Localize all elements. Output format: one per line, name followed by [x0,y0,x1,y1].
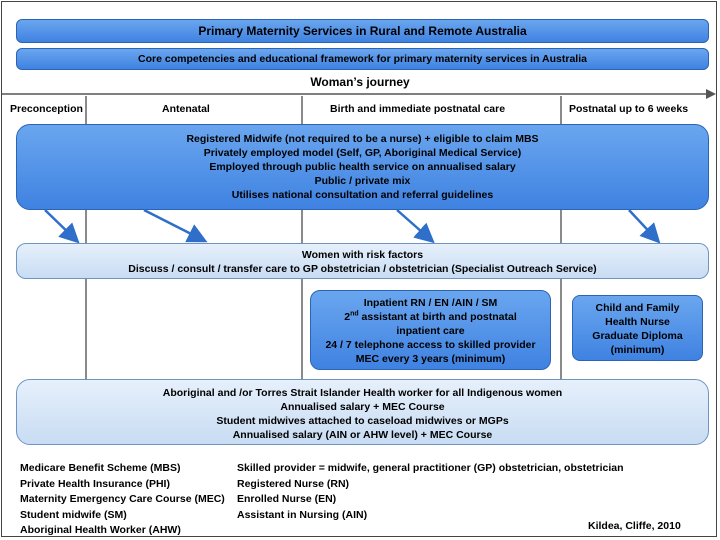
legend-item: Maternity Emergency Care Course (MEC) [20,493,225,505]
subtitle-bar: Core competencies and educational framew… [16,48,709,70]
legend-item: Medicare Benefit Scheme (MBS) [20,462,181,474]
stage-divider-2 [301,96,303,379]
referral-arrow [44,209,80,244]
legend-item: Skilled provider = midwife, general prac… [237,462,624,474]
inpatient-line: 24 / 7 telephone access to skilled provi… [325,339,536,351]
midwife-line: Public / private mix [314,175,411,187]
legend-item: Private Health Insurance (PHI) [20,477,170,490]
referral-arrow [143,208,208,243]
aboriginal-health-worker-box: Aboriginal and /or Torres Strait Islande… [16,379,709,445]
risk-factors-box: Women with risk factors Discuss / consul… [16,243,709,279]
risk-line: Women with risk factors [301,249,424,261]
referral-arrow [628,209,661,244]
stage-divider-1 [85,96,87,379]
inpatient-line: Inpatient RN / EN /AIN / SM [363,297,498,309]
child-line: Child and Family [595,302,680,314]
midwife-line: Utilises national consultation and refer… [231,189,494,201]
credit: Kildea, Cliffe, 2010 [588,520,681,532]
inpatient-line: inpatient care [396,325,465,337]
aboriginal-line: Annualised salary + MEC Course [280,401,445,413]
inpatient-ordinal: 2 [344,311,351,323]
title-text: Primary Maternity Services in Rural and … [198,24,527,38]
stage-divider-3 [560,96,562,379]
aboriginal-line: Student midwives attached to caseload mi… [216,415,509,427]
title-bar: Primary Maternity Services in Rural and … [16,19,709,43]
aboriginal-line: Aboriginal and /or Torres Strait Islande… [162,387,563,399]
referral-arrows [44,208,661,244]
legend-item: Student midwife (SM) [20,508,127,521]
stage-postnatal: Postnatal up to 6 weeks [569,103,689,115]
inpatient-box: Inpatient RN / EN /AIN / SM 2nd assistan… [310,290,551,370]
inpatient-line: 2nd assistant at birth and postnatal [311,310,550,324]
subtitle-text: Core competencies and educational framew… [138,53,587,65]
legend-item: Aboriginal Health Worker (AHW) [20,524,181,536]
referral-arrow [396,209,435,244]
journey-label: Woman’s journey [310,75,410,89]
child-family-nurse-box: Child and Family Health Nurse Graduate D… [572,295,703,361]
child-line: (minimum) [610,344,665,356]
stage-antenatal: Antenatal [162,103,210,115]
legend-abbreviations-right: Skilled provider = midwife, general prac… [237,461,624,523]
registered-midwife-box: Registered Midwife (not required to be a… [16,124,709,210]
midwife-line: Registered Midwife (not required to be a… [186,133,539,145]
aboriginal-line: Annualised salary (AIN or AHW level) + M… [232,429,493,441]
inpatient-ordinal-suffix: nd [350,310,359,318]
child-line: Health Nurse [605,316,670,328]
midwife-line: Privately employed model (Self, GP, Abor… [203,147,522,159]
inpatient-line-rest: assistant at birth and postnatal [358,311,517,323]
risk-line: Discuss / consult / transfer care to GP … [128,263,597,275]
child-line: Graduate Diploma [592,330,683,342]
inpatient-line: MEC every 3 years (minimum) [355,353,506,365]
legend-item: Assistant in Nursing (AIN) [237,508,368,521]
legend-item: Registered Nurse (RN) [237,477,350,490]
journey-arrow [2,89,716,99]
legend-item: Enrolled Nurse (EN) [237,493,337,505]
legend-abbreviations-left: Medicare Benefit Scheme (MBS) Private He… [20,461,225,539]
stage-preconception: Preconception [10,103,83,115]
midwife-line: Employed through public health service o… [209,161,516,173]
stage-birth: Birth and immediate postnatal care [330,103,506,115]
